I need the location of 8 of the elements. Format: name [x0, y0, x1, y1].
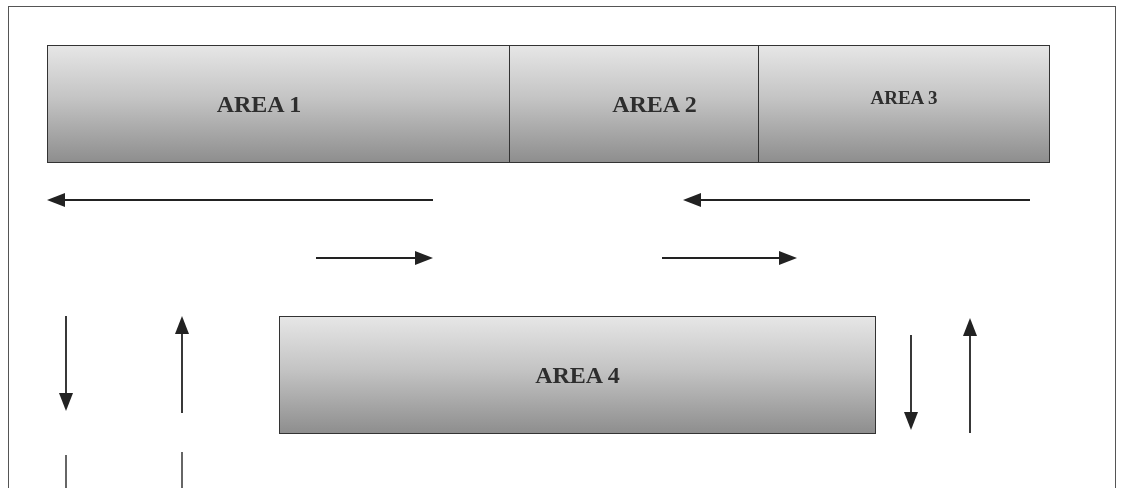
area-box [279, 316, 876, 434]
area-box [509, 45, 760, 163]
area-label: AREA 4 [535, 361, 620, 389]
area-label: AREA 3 [870, 87, 938, 109]
area-label: AREA 1 [216, 90, 302, 118]
area-label: AREA 2 [612, 90, 697, 118]
area-box [47, 45, 511, 163]
area-box [758, 45, 1050, 163]
